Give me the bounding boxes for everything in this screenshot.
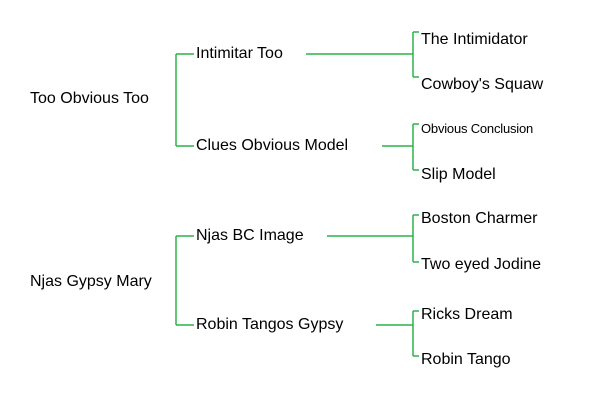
subject-1-name: Too Obvious Too [28, 90, 151, 108]
subject-1-dam-dam-name: Slip Model [419, 166, 498, 184]
subject-1-sire-name: Intimitar Too [194, 45, 285, 63]
subject-1-dam-name: Clues Obvious Model [194, 137, 351, 155]
subject-2-sire-sire-name: Boston Charmer [419, 210, 540, 228]
subject-2-dam-dam-name: Robin Tango [419, 351, 513, 369]
subject-2-sire-dam-name: Two eyed Jodine [419, 256, 544, 274]
subject-2-dam-name: Robin Tangos Gypsy [194, 316, 346, 334]
subject-1-dam-sire-name: Obvious Conclusion [419, 120, 536, 138]
subject-2-name: Njas Gypsy Mary [28, 273, 154, 291]
subject-2-sire-name: Njas BC Image [194, 227, 306, 245]
subject-2-dam-sire-name: Ricks Dream [419, 306, 515, 324]
subject-1-sire-dam-name: Cowboy's Squaw [419, 76, 546, 94]
subject-1-sire-sire-name: The Intimidator [419, 31, 530, 49]
